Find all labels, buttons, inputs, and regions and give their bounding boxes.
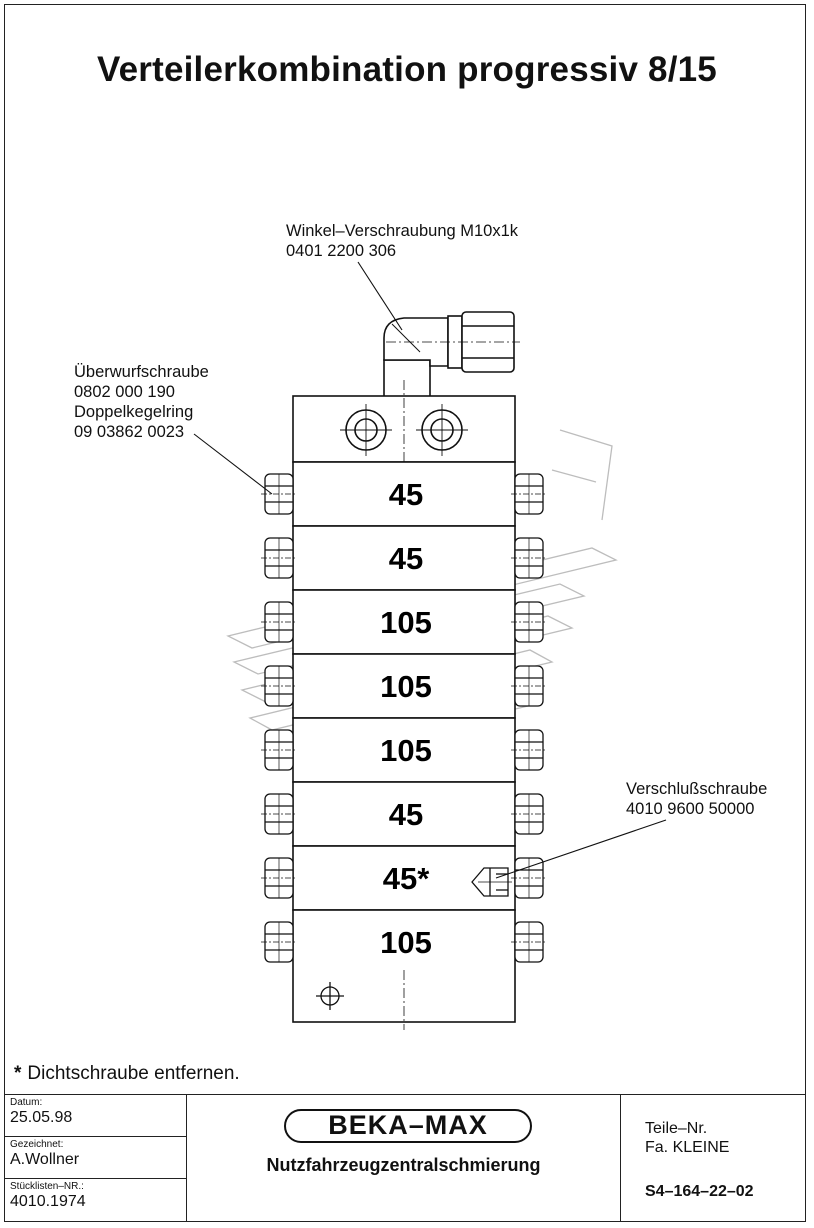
side-screw-right [511, 729, 547, 771]
page-title: Verteilerkombination progressiv 8/15 [97, 50, 717, 89]
gezeichnet-caption: Gezeichnet: [10, 1139, 64, 1150]
side-screw-right [511, 921, 547, 963]
ueberwurf-label-number: 0802 000 190 [74, 383, 175, 401]
closing-screw [471, 867, 512, 897]
distributor-block: 105 [261, 717, 547, 783]
verschluss-label-number: 4010 9600 50000 [626, 800, 755, 818]
winkel-label-name: Winkel–Verschraubung M10x1k [286, 222, 519, 240]
block-value-label: 45 [389, 797, 423, 832]
block-value-label: 105 [380, 733, 432, 768]
winkel-label-number: 0401 2200 306 [286, 242, 397, 260]
doppel-label-name: Doppelkegelring [74, 403, 194, 421]
distributor-block: 45 [261, 525, 547, 591]
block-value-label: 105 [380, 925, 432, 960]
side-screw-left [261, 857, 297, 899]
side-screw-right [511, 601, 547, 643]
side-screw-left [261, 921, 297, 963]
side-screw-right [511, 793, 547, 835]
verschluss-label-name: Verschlußschraube [626, 780, 768, 798]
footnote: *Dichtschraube entfernen. [14, 1063, 240, 1085]
footnote-star: * [14, 1063, 22, 1084]
stueckliste-value: 4010.1974 [10, 1193, 86, 1210]
datum-cell: Datum: 25.05.98 [4, 1095, 186, 1137]
ueberwurf-label-name: Überwurfschraube [74, 363, 209, 381]
distributor-block: 45 [261, 781, 547, 847]
footnote-text: Dichtschraube entfernen. [27, 1063, 240, 1084]
firma-label: Fa. KLEINE [645, 1139, 730, 1156]
title-block-part: Teile–Nr. Fa. KLEINE S4–164–22–02 [620, 1095, 806, 1221]
datum-value: 25.05.98 [10, 1109, 73, 1126]
side-screw-left [261, 601, 297, 643]
winkel-label: Winkel–Verschraubung M10x1k 0401 2200 30… [286, 221, 518, 261]
block-value-label: 105 [380, 605, 432, 640]
stueckliste-cell: Stücklisten–NR.: 4010.1974 [4, 1179, 186, 1221]
side-screw-right [511, 665, 547, 707]
side-screw-left [261, 793, 297, 835]
block-value-label: 105 [380, 669, 432, 704]
side-screw-left [261, 665, 297, 707]
elbow-fitting [383, 311, 515, 398]
block-value-label: 45* [383, 861, 430, 896]
block-value-label: 45 [389, 477, 423, 512]
side-screw-right [511, 857, 547, 899]
side-screw-left [261, 473, 297, 515]
verschluss-label: Verschlußschraube 4010 9600 50000 [626, 779, 767, 819]
company-subtitle: Nutzfahrzeugzentralschmierung [266, 1155, 541, 1175]
title-block: Datum: 25.05.98 Gezeichnet: A.Wollner St… [4, 1094, 806, 1222]
stueckliste-caption: Stücklisten–NR.: [10, 1181, 84, 1192]
block-value-label: 45 [389, 541, 423, 576]
gezeichnet-value: A.Wollner [10, 1151, 80, 1168]
distributor-blocks: 45 45 105 105 105 45 45* 105 [261, 461, 547, 1023]
part-number: S4–164–22–02 [645, 1183, 754, 1200]
side-screw-right [511, 537, 547, 579]
ueberwurf-label: Überwurfschraube 0802 000 190 Doppelkege… [74, 362, 209, 442]
leader-lines [193, 261, 667, 879]
distributor-block: 105 [261, 653, 547, 719]
side-screw-left [261, 537, 297, 579]
distributor-block: 105 [261, 589, 547, 655]
bottom-port-symbol [316, 982, 344, 1010]
datum-caption: Datum: [10, 1097, 43, 1108]
title-block-meta: Datum: 25.05.98 Gezeichnet: A.Wollner St… [4, 1095, 187, 1221]
distributor-block: 105 [261, 909, 547, 1023]
teile-label: Teile–Nr. [645, 1120, 708, 1137]
side-screw-left [261, 729, 297, 771]
side-screw-right [511, 473, 547, 515]
doppel-label-number: 09 03862 0023 [74, 423, 185, 441]
beka-max-logo: BEKA–MAX [284, 1109, 532, 1143]
drawing-sheet [4, 4, 806, 1222]
distributor-block: 45 [261, 461, 547, 527]
gezeichnet-cell: Gezeichnet: A.Wollner [4, 1137, 186, 1179]
